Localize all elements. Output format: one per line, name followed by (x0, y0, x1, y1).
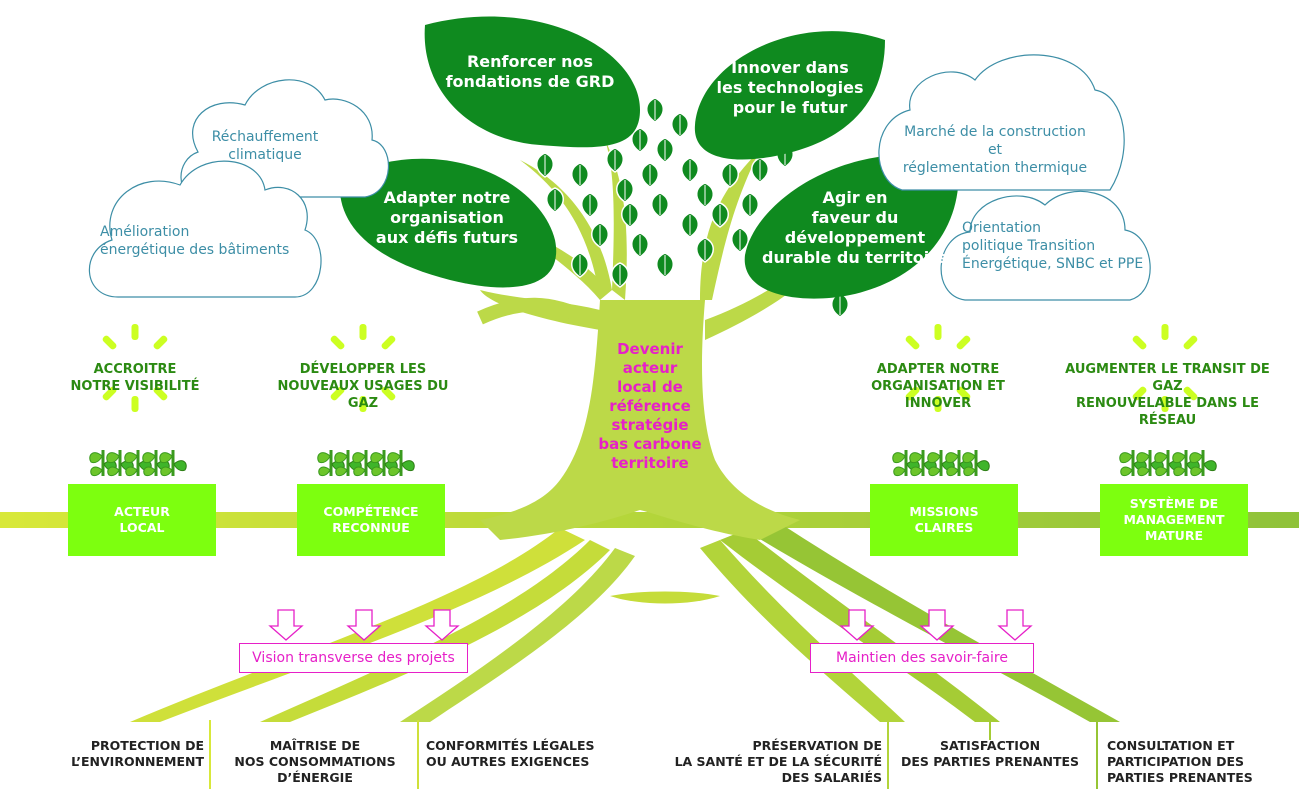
root-stakeholder-consultation: CONSULTATION ET PARTICIPATION DES PARTIE… (1107, 738, 1287, 786)
leaf-2-shape (694, 31, 885, 160)
leaf-1-shape (424, 16, 640, 148)
root-line: NOS CONSOMMATIONS (234, 754, 396, 769)
root-stakeholder-satisfaction: SATISFACTION DES PARTIES PRENANTES (895, 738, 1085, 770)
leaf-line: Innover dans (731, 58, 849, 77)
leaf-line: faveur du (811, 208, 899, 227)
leaf-line: pour le futur (732, 98, 848, 117)
leaf-line: Agir en (822, 188, 888, 207)
box-line: MATURE (1145, 528, 1203, 543)
support-box-vision: Vision transverse des projets (239, 643, 468, 673)
cloud-2-shape (88, 160, 322, 298)
goal-line: ACCROITRE (93, 362, 177, 377)
ambition-line: stratégie (611, 416, 689, 434)
goal-organisation: ADAPTER NOTRE ORGANISATION ET INNOVER (838, 361, 1038, 412)
leaf-line: les technologies (716, 78, 864, 97)
root-line: DES SALARIÉS (781, 770, 882, 785)
root-line: MAÎTRISE DE (269, 738, 361, 753)
cloud-line: Orientation (962, 220, 1042, 236)
goal-line: DÉVELOPPER LES (299, 362, 427, 377)
goal-renewable-gas: AUGMENTER LE TRANSIT DE GAZ RENOUVELABLE… (1050, 361, 1285, 429)
root-environment: PROTECTION DE L’ENVIRONNEMENT (40, 738, 204, 770)
ambition-line: référence (609, 397, 691, 415)
cloud-text-policy: Orientation politique Transition Énergét… (962, 219, 1152, 273)
goal-line: NOTRE VISIBILITÉ (70, 379, 200, 394)
box-line: ACTEUR (114, 504, 170, 519)
leaf-line: développement (784, 228, 926, 247)
box-line: SYSTÈME DE (1129, 496, 1219, 511)
goal-line: ORGANISATION ET INNOVER (871, 379, 1005, 411)
root-line: SATISFACTION (939, 738, 1041, 753)
root-line: PRÉSERVATION DE (752, 738, 882, 753)
leaf-text-innovate: Innover dans les technologies pour le fu… (705, 58, 875, 118)
cloud-line: Énergétique, SNBC et PPE (962, 256, 1144, 272)
goal-line: RENOUVELABLE DANS LE RÉSEAU (1075, 396, 1260, 428)
leaf-line: durable du territoire (762, 248, 948, 267)
support-label: Maintien des savoir-faire (836, 650, 1008, 666)
cloud-4-shape (940, 190, 1151, 301)
root-line: PARTIES PRENANTES (1107, 770, 1253, 785)
pillar-box-management: SYSTÈME DE MANAGEMENT MATURE (1100, 484, 1248, 556)
cloud-text-construction: Marché de la construction et réglementat… (895, 123, 1095, 177)
root-line: D’ÉNERGIE (277, 770, 353, 785)
leaf-line: organisation (390, 208, 504, 227)
pillar-box-missions: MISSIONS CLAIRES (870, 484, 1018, 556)
goal-line: ADAPTER NOTRE (876, 362, 1000, 377)
cloud-text-climate: Réchauffement climatique (190, 128, 340, 164)
root-line: OU AUTRES EXIGENCES (426, 754, 590, 769)
tree-trunk (480, 300, 800, 540)
cloud-text-buildings: Amélioration énergétique des bâtiments (100, 223, 310, 259)
root-energy-consumption: MAÎTRISE DE NOS CONSOMMATIONS D’ÉNERGIE (230, 738, 400, 786)
goal-visibility: ACCROITRE NOTRE VISIBILITÉ (70, 361, 200, 395)
clouds (88, 54, 1151, 301)
box-line: LOCAL (119, 520, 165, 535)
ambition-line: Devenir (617, 340, 683, 358)
cloud-line: climatique (228, 147, 302, 163)
leaf-line: aux défis futurs (375, 228, 519, 247)
leaf-3-shape (339, 158, 557, 288)
leaf-line: Adapter notre (383, 188, 511, 207)
support-box-know-how: Maintien des savoir-faire (810, 643, 1034, 673)
root-line: PARTICIPATION DES (1107, 754, 1245, 769)
root-health-safety: PRÉSERVATION DE LA SANTÉ ET DE LA SÉCURI… (660, 738, 882, 786)
leaf-text-foundations: Renforcer nos fondations de GRD (440, 52, 620, 92)
root-line: CONFORMITÉS LÉGALES (426, 738, 595, 753)
box-line: RECONNUE (332, 520, 410, 535)
pillar-box-competence: COMPÉTENCE RECONNUE (297, 484, 445, 556)
pillar-box-local-actor: ACTEUR LOCAL (68, 484, 216, 556)
cloud-line: Amélioration (100, 224, 190, 240)
ambition-line: acteur (622, 359, 678, 377)
root-line: CONSULTATION ET (1107, 738, 1235, 753)
leaf-line: fondations de GRD (445, 72, 615, 91)
box-line: MISSIONS (909, 504, 979, 519)
central-ambition: Devenir acteur local de référence straté… (585, 340, 715, 473)
cloud-3-shape (878, 54, 1125, 191)
cloud-line: réglementation thermique (902, 160, 1088, 176)
leaf-text-sustainable: Agir en faveur du développement durable … (755, 188, 955, 268)
cloud-line: énergétique des bâtiments (100, 242, 290, 258)
ambition-line: local de (617, 378, 683, 396)
root-compliance: CONFORMITÉS LÉGALES OU AUTRES EXIGENCES (426, 738, 626, 770)
cloud-line: politique Transition (962, 238, 1096, 254)
root-line: DES PARTIES PRENANTES (900, 754, 1080, 769)
cloud-line: Réchauffement (211, 129, 319, 145)
leaf-line: Renforcer nos (466, 52, 594, 71)
box-line: CLAIRES (914, 520, 974, 535)
goal-line: AUGMENTER LE TRANSIT DE GAZ (1065, 362, 1270, 394)
goal-new-uses: DÉVELOPPER LES NOUVEAUX USAGES DU GAZ (268, 361, 458, 412)
cloud-line: Marché de la construction et (904, 124, 1086, 158)
ambition-line: territoire (611, 454, 689, 472)
root-line: PROTECTION DE (90, 738, 204, 753)
root-line: LA SANTÉ ET DE LA SÉCURITÉ (674, 754, 882, 769)
root-line: L’ENVIRONNEMENT (71, 754, 204, 769)
support-label: Vision transverse des projets (252, 650, 455, 666)
goal-line: NOUVEAUX USAGES DU GAZ (277, 379, 449, 411)
ambition-line: bas carbone (598, 435, 702, 453)
box-line: MANAGEMENT (1123, 512, 1225, 527)
box-line: COMPÉTENCE (323, 504, 419, 519)
leaf-text-adapt: Adapter notre organisation aux défis fut… (362, 188, 532, 248)
